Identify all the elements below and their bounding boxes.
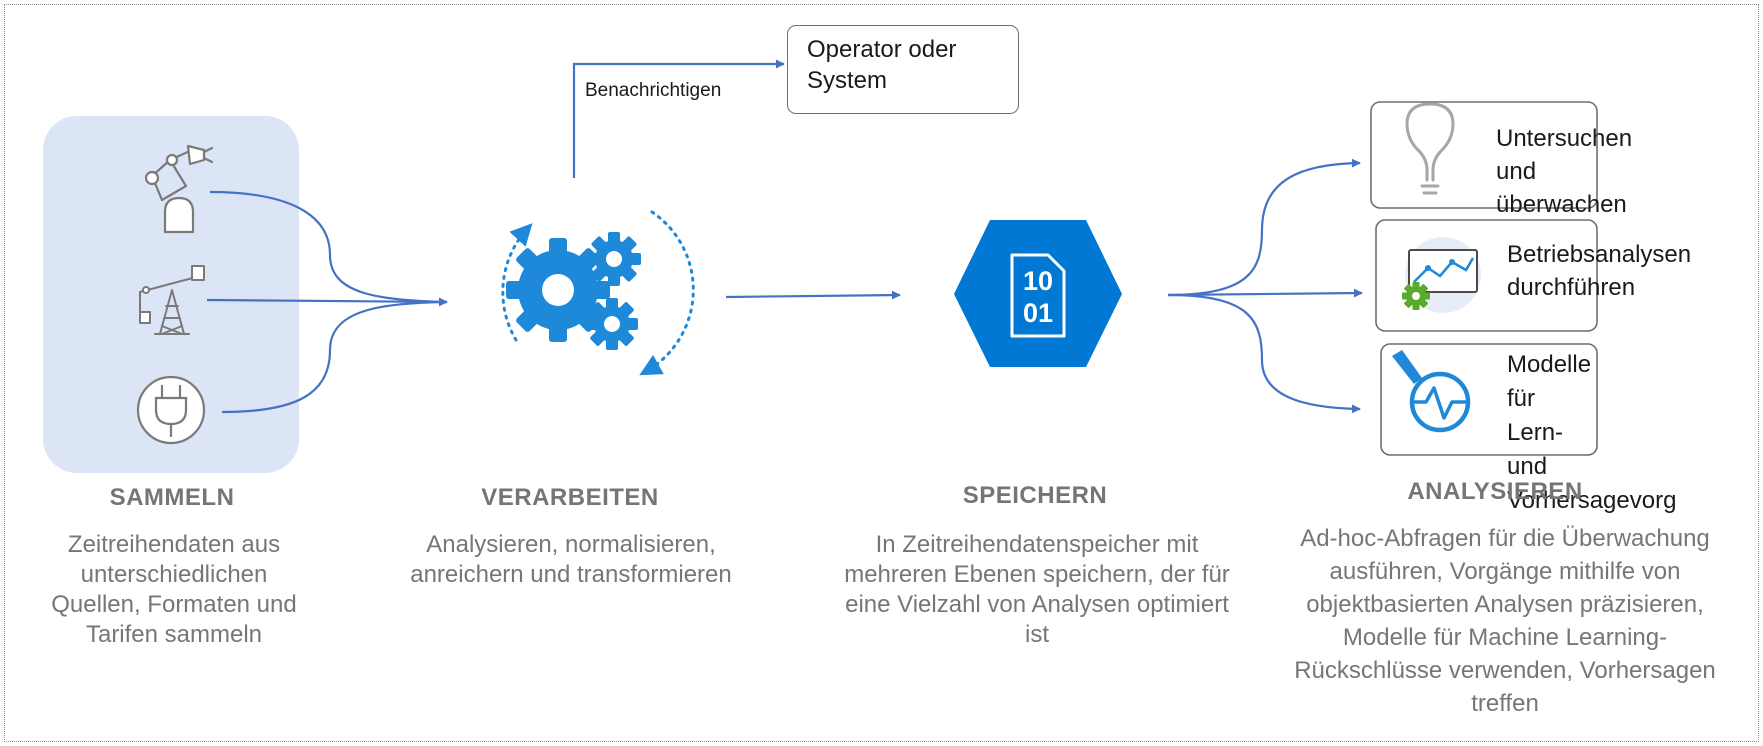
arrow-source-pump	[206, 297, 448, 307]
oil-pump-icon	[139, 265, 205, 335]
output-label-2: Betriebsanalysen durchführen	[1507, 241, 1692, 301]
gear-small-bottom-icon	[586, 298, 638, 350]
stage-heading-verarbeiten: VERARBEITEN	[481, 484, 659, 511]
arrow-store-output-1	[1167, 158, 1361, 297]
storage-icon: 10 01	[954, 220, 1122, 367]
notify-target-box	[787, 25, 1019, 114]
cycle-arrow-right-icon	[639, 210, 695, 376]
svg-text:10: 10	[1023, 266, 1053, 296]
analytics-dashboard-icon	[1402, 237, 1481, 313]
robot-arm-icon	[144, 144, 214, 234]
arrow-source-robot	[209, 190, 448, 304]
notify-target-label: Operator oder System	[807, 36, 957, 94]
ml-magnifier-icon	[1392, 350, 1471, 433]
stage-description-sammeln: Zeitreihendaten aus unterschiedlichen Qu…	[51, 531, 297, 648]
arrow-store-output-3	[1167, 293, 1361, 414]
stage-heading-sammeln: SAMMELN	[109, 484, 235, 511]
arrow-process-store	[725, 290, 901, 300]
stage-description-speichern: In Zeitreihendatenspeicher mit mehreren …	[844, 531, 1230, 648]
gears-icon	[506, 232, 641, 350]
arrow-source-plug	[221, 300, 448, 414]
output-label-3: Modelle für Lern- und Vorhersagevorg	[1507, 351, 1677, 514]
stage-heading-speichern: SPEICHERN	[962, 482, 1108, 509]
output-box-frame-3	[1380, 343, 1598, 456]
output-label-1: Untersuchen und überwachen	[1496, 125, 1633, 218]
diagram-frame	[4, 4, 1759, 742]
arrow-notify	[572, 59, 785, 178]
gear-large-icon	[506, 238, 610, 342]
lightbulb-icon	[1405, 102, 1455, 195]
power-plug-icon	[136, 375, 206, 445]
svg-text:01: 01	[1023, 298, 1053, 328]
arrow-store-output-2	[1167, 288, 1363, 298]
output-box-frame-1	[1370, 101, 1598, 209]
stage-heading-analysieren: ANALYSIEREN	[1407, 478, 1583, 505]
cycle-arrow-left-icon	[501, 223, 533, 342]
gear-small-top-icon	[587, 232, 641, 286]
stage-description-verarbeiten: Analysieren, normalisieren, anreichern u…	[410, 531, 732, 588]
notify-label: Benachrichtigen	[585, 80, 722, 101]
stage-description-analysieren: Ad-hoc-Abfragen für die Überwachung ausf…	[1294, 525, 1716, 717]
